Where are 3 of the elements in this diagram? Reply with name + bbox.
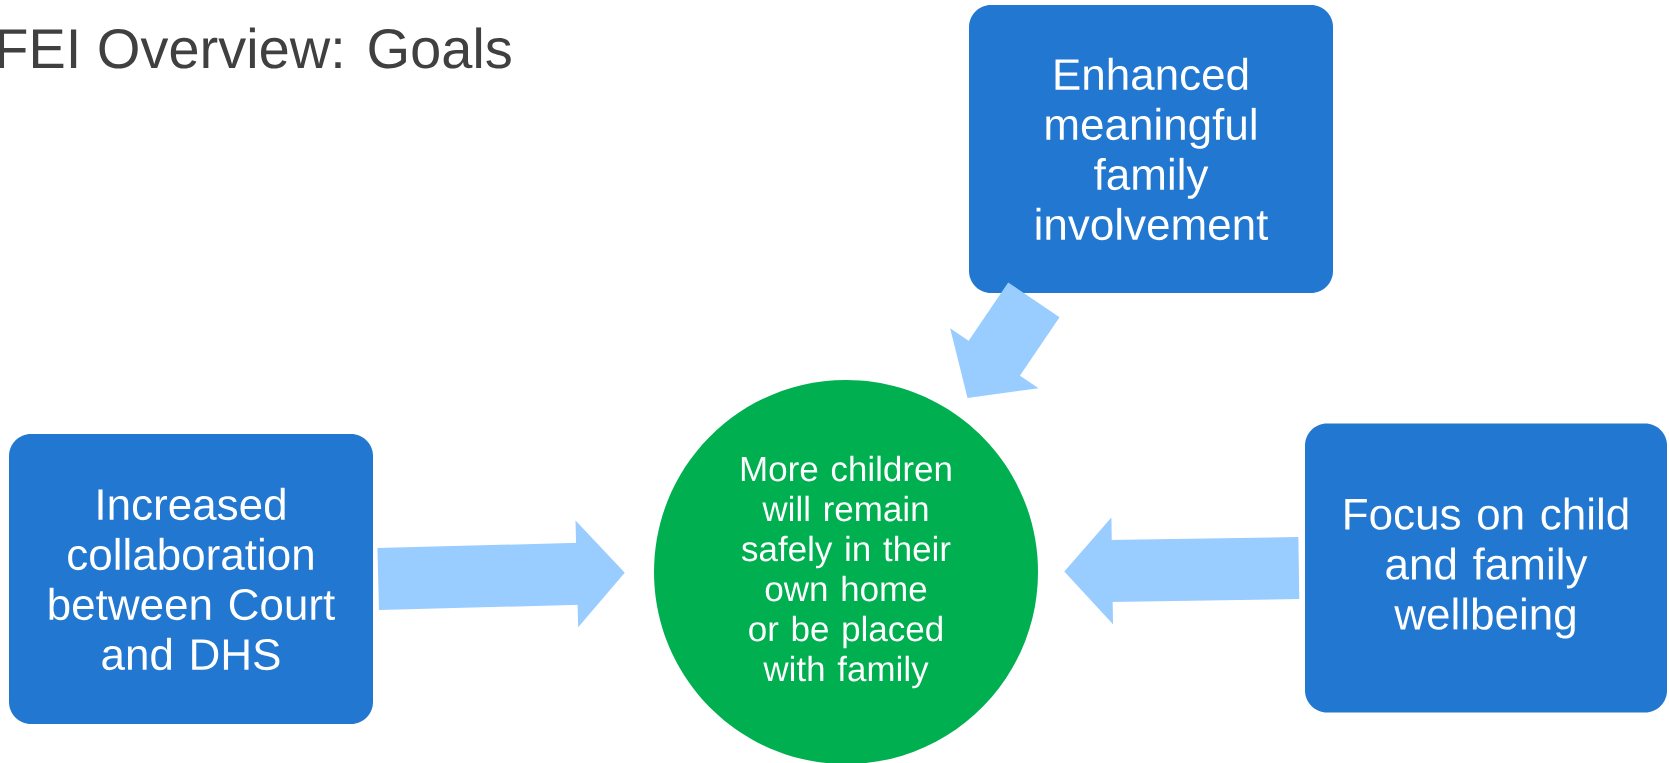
goal-box: Focus on child and family wellbeing bbox=[1305, 423, 1667, 713]
goal-box: Enhanced meaningful family involvement bbox=[969, 5, 1333, 293]
goal-box: Increased collaboration between Court and DHS bbox=[9, 434, 373, 724]
